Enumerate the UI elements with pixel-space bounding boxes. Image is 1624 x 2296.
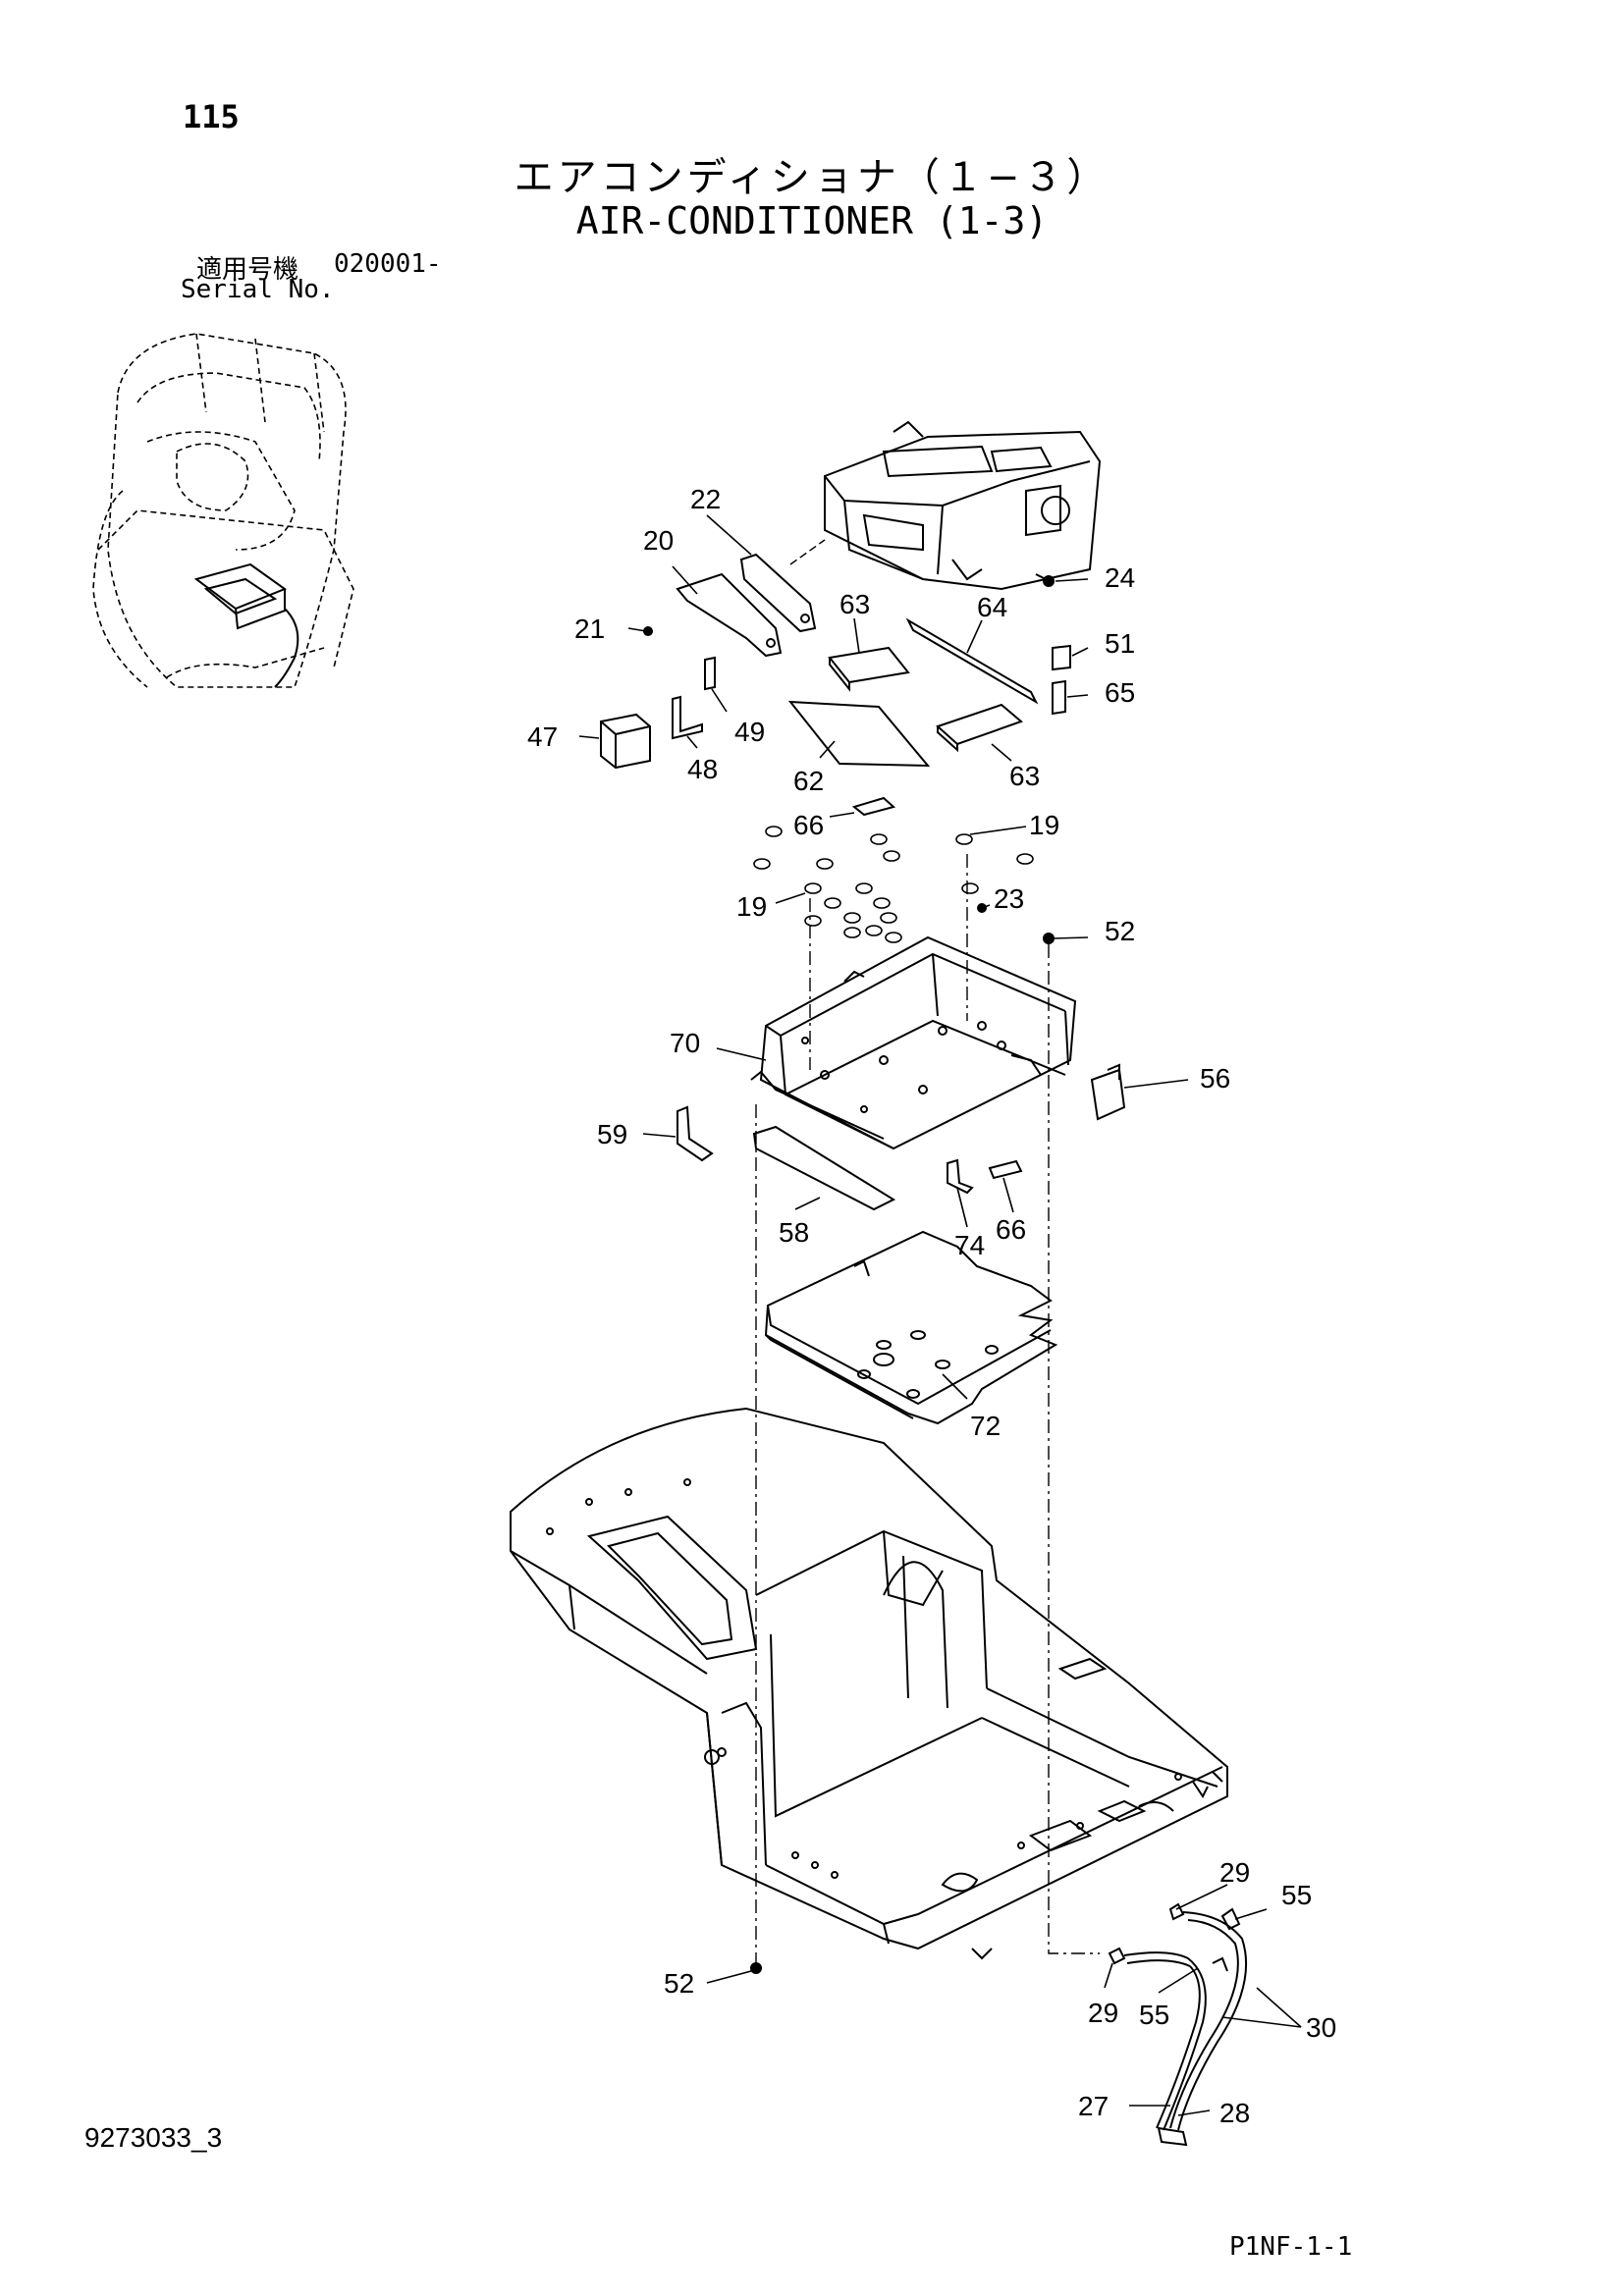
locator-machine-sketch — [92, 333, 354, 688]
callout-56: 56 — [1200, 1063, 1230, 1094]
small-parts — [600, 644, 1071, 770]
callout-48: 48 — [687, 754, 718, 784]
serial-label-japanese: 適用号機 — [196, 255, 299, 285]
callout-52: 52 — [664, 1968, 694, 1999]
callout-62: 62 — [793, 766, 824, 796]
callout-21: 21 — [574, 614, 605, 644]
serial-label-english: Serial No. — [181, 275, 335, 304]
locator-aircon-highlight — [193, 562, 299, 688]
callout-55: 55 — [1139, 2000, 1169, 2030]
serial-value: 020001- — [334, 249, 442, 279]
callout-66: 66 — [996, 1214, 1026, 1245]
callout-28: 28 — [1219, 2098, 1250, 2128]
title-japanese: エアコンディショナ（１−３） — [514, 155, 1110, 200]
callout-29: 29 — [1088, 1998, 1118, 2028]
callout-47: 47 — [527, 721, 558, 752]
page-code: P1NF-1-1 — [1229, 2232, 1353, 2262]
callout-51: 51 — [1105, 628, 1135, 659]
callout-70: 70 — [670, 1028, 700, 1058]
callout-58: 58 — [779, 1217, 809, 1248]
floor-plate-72 — [764, 1230, 1058, 1425]
callout-63: 63 — [839, 589, 870, 619]
callout-20: 20 — [643, 525, 674, 556]
callout-65: 65 — [1105, 677, 1135, 708]
assembly-lines — [755, 854, 1100, 1968]
callout-24: 24 — [1105, 562, 1135, 593]
cab-frame — [510, 1407, 1228, 1960]
callout-55: 55 — [1281, 1880, 1312, 1910]
leader-lines — [578, 514, 1302, 2116]
callout-66: 66 — [793, 810, 824, 840]
callout-63: 63 — [1009, 761, 1040, 791]
callout-59: 59 — [597, 1119, 627, 1149]
callout-74: 74 — [954, 1230, 985, 1260]
callout-23: 23 — [994, 883, 1024, 914]
document-code: 9273033_3 — [84, 2122, 223, 2153]
callout-19: 19 — [1029, 810, 1059, 840]
page-number: 115 — [183, 98, 240, 135]
bracket-20-22 — [676, 553, 817, 658]
callout-30: 30 — [1306, 2012, 1336, 2043]
callout-64: 64 — [977, 592, 1007, 622]
tray-70 — [750, 935, 1077, 1150]
drain-hoses — [1108, 1902, 1248, 2147]
callout-19: 19 — [736, 891, 767, 922]
pads-lower — [677, 1063, 1126, 1211]
callout-49: 49 — [734, 717, 765, 747]
callout-22: 22 — [690, 484, 721, 514]
callout-52: 52 — [1105, 916, 1135, 946]
title-english: AIR-CONDITIONER (1-3) — [575, 199, 1049, 242]
callout-29: 29 — [1219, 1857, 1250, 1888]
callout-27: 27 — [1078, 2091, 1109, 2121]
grommets — [753, 826, 1034, 943]
aircon-unit — [824, 420, 1102, 591]
callout-72: 72 — [970, 1411, 1001, 1441]
foam-pads — [787, 617, 1039, 817]
